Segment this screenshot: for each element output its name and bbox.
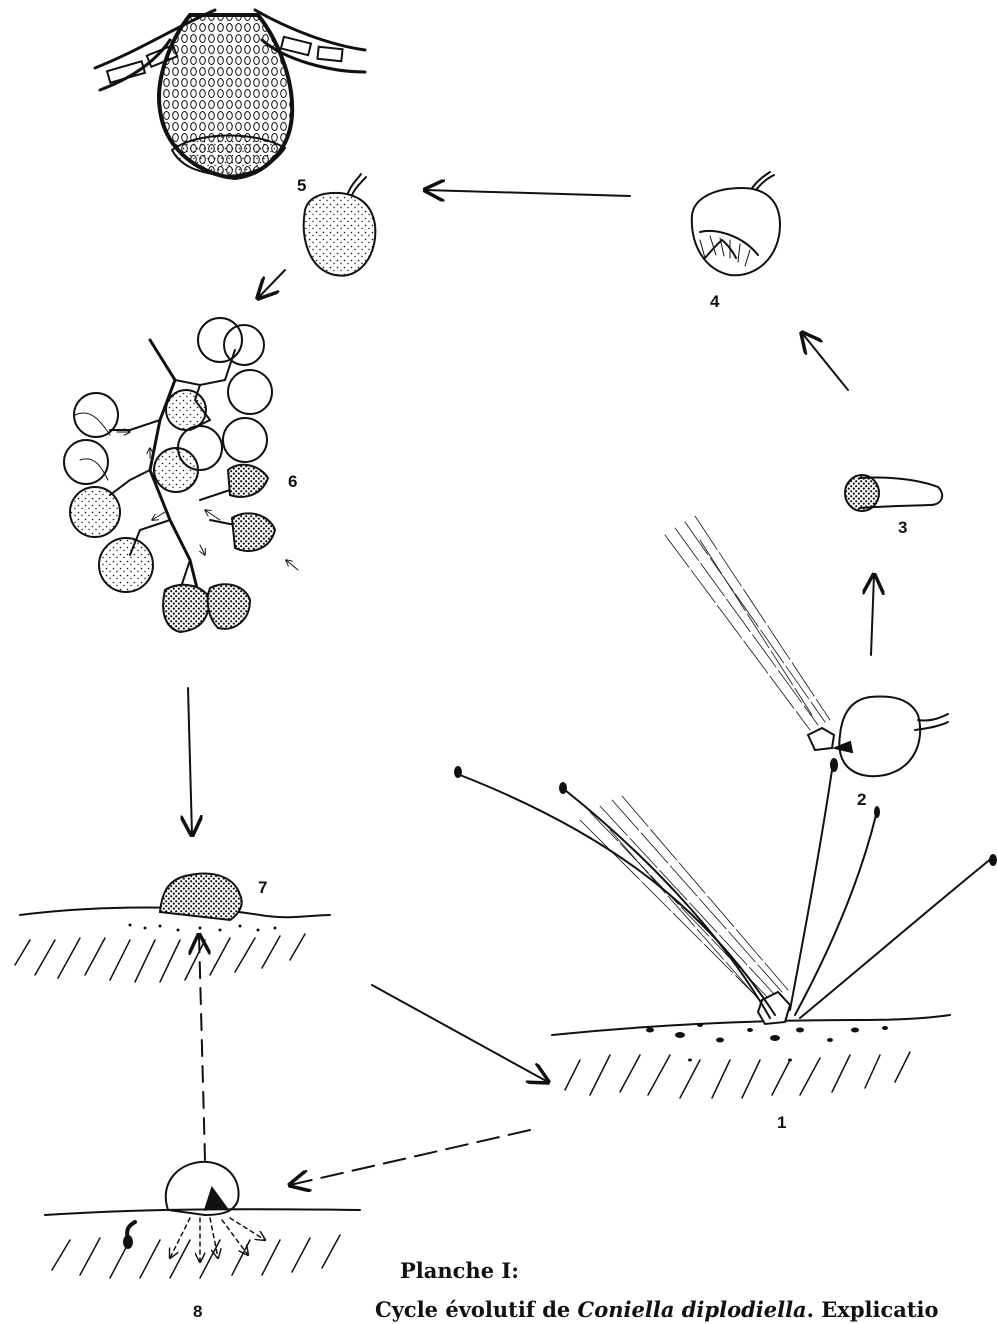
spore-on-berry-stage-2 <box>808 696 948 776</box>
pycnidium-section <box>95 10 365 178</box>
germinating-spore-stage-3 <box>845 475 942 511</box>
stage-label-7: 7 <box>258 878 267 898</box>
stage-label-1: 1 <box>777 1113 786 1133</box>
plate-title: Planche I: <box>400 1258 519 1283</box>
stage-label-8: 8 <box>193 1302 202 1322</box>
cycle-arrows <box>188 190 874 1185</box>
stage-label-5: 5 <box>297 176 306 196</box>
rain-streaks <box>580 516 830 1010</box>
berry-cluster-stage-6 <box>64 318 298 632</box>
plate-caption: Cycle évolutif de Coniella diplodiella. … <box>375 1297 939 1322</box>
mummified-berry-stage-7 <box>15 874 330 982</box>
stage-label-6: 6 <box>288 472 297 492</box>
stage-label-3: 3 <box>898 518 907 538</box>
conidium-stage-4 <box>692 172 780 275</box>
caption-suffix: . Explicatio <box>807 1297 939 1322</box>
caption-species: Coniella diplodiella <box>578 1297 807 1322</box>
ground-splash-stage-1 <box>454 766 997 1098</box>
conidium-stage-5 <box>304 174 376 276</box>
stage-label-4: 4 <box>710 292 719 312</box>
caption-prefix: Cycle évolutif de <box>375 1297 578 1322</box>
spore-in-soil-stage-8 <box>45 1162 360 1278</box>
stage-label-2: 2 <box>857 790 866 810</box>
